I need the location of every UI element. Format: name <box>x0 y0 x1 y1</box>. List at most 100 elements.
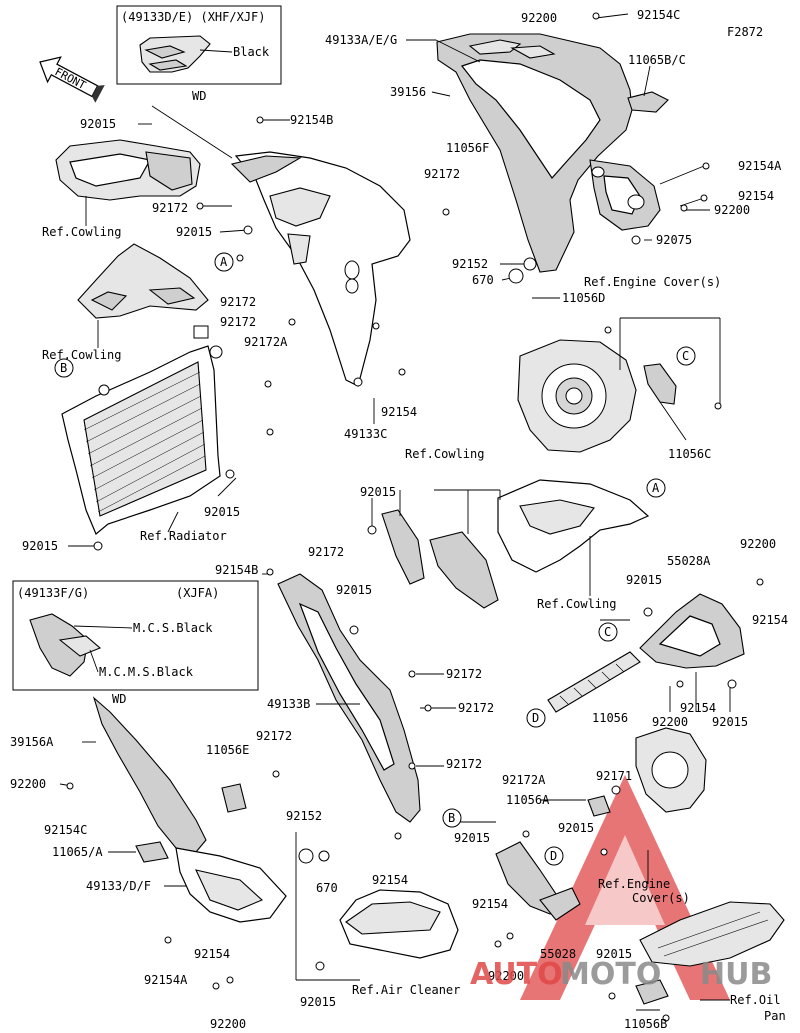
callout-d-1: D <box>526 708 546 728</box>
part-label: 92015 <box>712 715 748 729</box>
part-label: 92172 <box>446 667 482 681</box>
part-label: 92015 <box>626 573 662 587</box>
mid-cowling-right <box>381 479 650 609</box>
svg-text:HUB: HUB <box>700 957 772 992</box>
part-11056-strip <box>547 651 641 713</box>
diagram-code: F2872 <box>727 25 763 39</box>
part-label: 11065/A <box>52 845 103 859</box>
part-label: 11056E <box>206 743 249 757</box>
part-label: 92200 <box>740 537 776 551</box>
part-label: 92015 <box>558 821 594 835</box>
part-label: 92015 <box>454 831 490 845</box>
lower-right-cluster <box>221 727 785 1005</box>
part-label: 92172 <box>220 315 256 329</box>
part-label: 49133C <box>344 427 387 441</box>
part-label: 92154A <box>144 973 188 987</box>
callout-a-1: A <box>214 252 234 272</box>
part-label: 92200 <box>714 203 750 217</box>
svg-text:D: D <box>550 849 557 863</box>
svg-text:D: D <box>532 711 539 725</box>
part-55028a <box>639 593 745 669</box>
front-arrow: FRONT <box>39 56 105 103</box>
part-label: Cover(s) <box>632 891 690 905</box>
svg-text:B: B <box>60 361 67 375</box>
part-label: 92200 <box>10 777 46 791</box>
part-label: Ref.Radiator <box>140 529 227 543</box>
air-cleaner-shroud <box>339 889 459 959</box>
part-label: 92172 <box>424 167 460 181</box>
part-label: 92171 <box>596 769 632 783</box>
upper-cowl-49133a <box>436 33 633 273</box>
part-label: 92172 <box>220 295 256 309</box>
left-duct-lower <box>77 243 209 319</box>
callout-d-2: D <box>544 846 564 866</box>
callout-a-2: A <box>646 478 666 498</box>
callout-b-1: B <box>54 358 74 378</box>
part-label: 11056D <box>562 291 605 305</box>
lower-cowl-49133b <box>277 573 421 823</box>
front-label: FRONT <box>53 65 89 92</box>
right-bracket-upper <box>589 159 661 231</box>
part-label: 92015 <box>360 485 396 499</box>
part-label: 92154B <box>290 113 333 127</box>
inset-top-title: (49133D/E) (XHF/XJF) <box>121 10 266 24</box>
part-label: 92154C <box>44 823 87 837</box>
part-label: 670 <box>472 273 494 287</box>
part-label: 11065B/C <box>628 53 686 67</box>
part-label: 92015 <box>176 225 212 239</box>
callout-c-1: C <box>676 346 696 366</box>
part-label: 92015 <box>22 539 58 553</box>
part-label: 92154 <box>472 897 508 911</box>
part-label: 92172 <box>308 545 344 559</box>
radiator <box>61 325 223 535</box>
part-label: Ref.Cowling <box>537 597 616 611</box>
part-label: 92154B <box>215 563 258 577</box>
part-label: 92154 <box>752 613 788 627</box>
part-label: 92200 <box>210 1017 246 1031</box>
part-label: 92015 <box>300 995 336 1009</box>
leader-lines <box>59 13 731 1011</box>
side-panel-49133d <box>92 696 287 923</box>
part-label: 92172 <box>446 757 482 771</box>
watermark-text: AUTO MOTO HUB <box>470 957 772 992</box>
part-label: 11056A <box>506 793 550 807</box>
inset-top: (49133D/E) (XHF/XJF) Black WD <box>116 5 282 103</box>
hardware-fasteners <box>66 12 764 1022</box>
part-label: 92015 <box>204 505 240 519</box>
part-11065bc <box>627 91 669 113</box>
part-label: Ref.Cowling <box>42 225 121 239</box>
left-duct-upper <box>55 139 201 201</box>
part-label: 92172A <box>244 335 288 349</box>
inset-left-title-l: (49133F/G) <box>17 586 89 600</box>
part-label: 92154 <box>372 873 408 887</box>
part-label: 92172 <box>152 201 188 215</box>
part-labels: 92200 92154C 49133A/E/G 11065B/C 39156 9… <box>10 8 788 1031</box>
part-label: 92152 <box>452 257 488 271</box>
part-label: Ref.Engine <box>598 877 670 891</box>
part-label: 55028A <box>667 554 711 568</box>
part-label: 11056C <box>668 447 711 461</box>
part-label: Ref.Cowling <box>405 447 484 461</box>
part-label: 92172A <box>502 773 546 787</box>
inset-left-caption: WD <box>112 692 126 706</box>
callout-c-2: C <box>598 622 618 642</box>
part-label: Pan <box>764 1009 786 1023</box>
part-label: Ref.Cowling <box>42 348 121 362</box>
part-label: 92015 <box>336 583 372 597</box>
inset-top-color: Black <box>233 45 270 59</box>
inset-left-title-r: (XJFA) <box>176 586 219 600</box>
part-label: 11056B <box>624 1017 667 1031</box>
svg-text:MOTO: MOTO <box>560 957 661 992</box>
part-label: 92154 <box>381 405 417 419</box>
part-label: 49133B <box>267 697 310 711</box>
inner-fairing-49133c <box>230 151 411 387</box>
part-label: 39156A <box>10 735 54 749</box>
part-label: Ref.Air Cleaner <box>352 983 460 997</box>
part-label: 92152 <box>286 809 322 823</box>
part-label: 92154 <box>738 189 774 203</box>
svg-text:B: B <box>448 811 455 825</box>
part-label: Ref.Oil <box>730 993 781 1007</box>
part-label: 11056 <box>592 711 628 725</box>
